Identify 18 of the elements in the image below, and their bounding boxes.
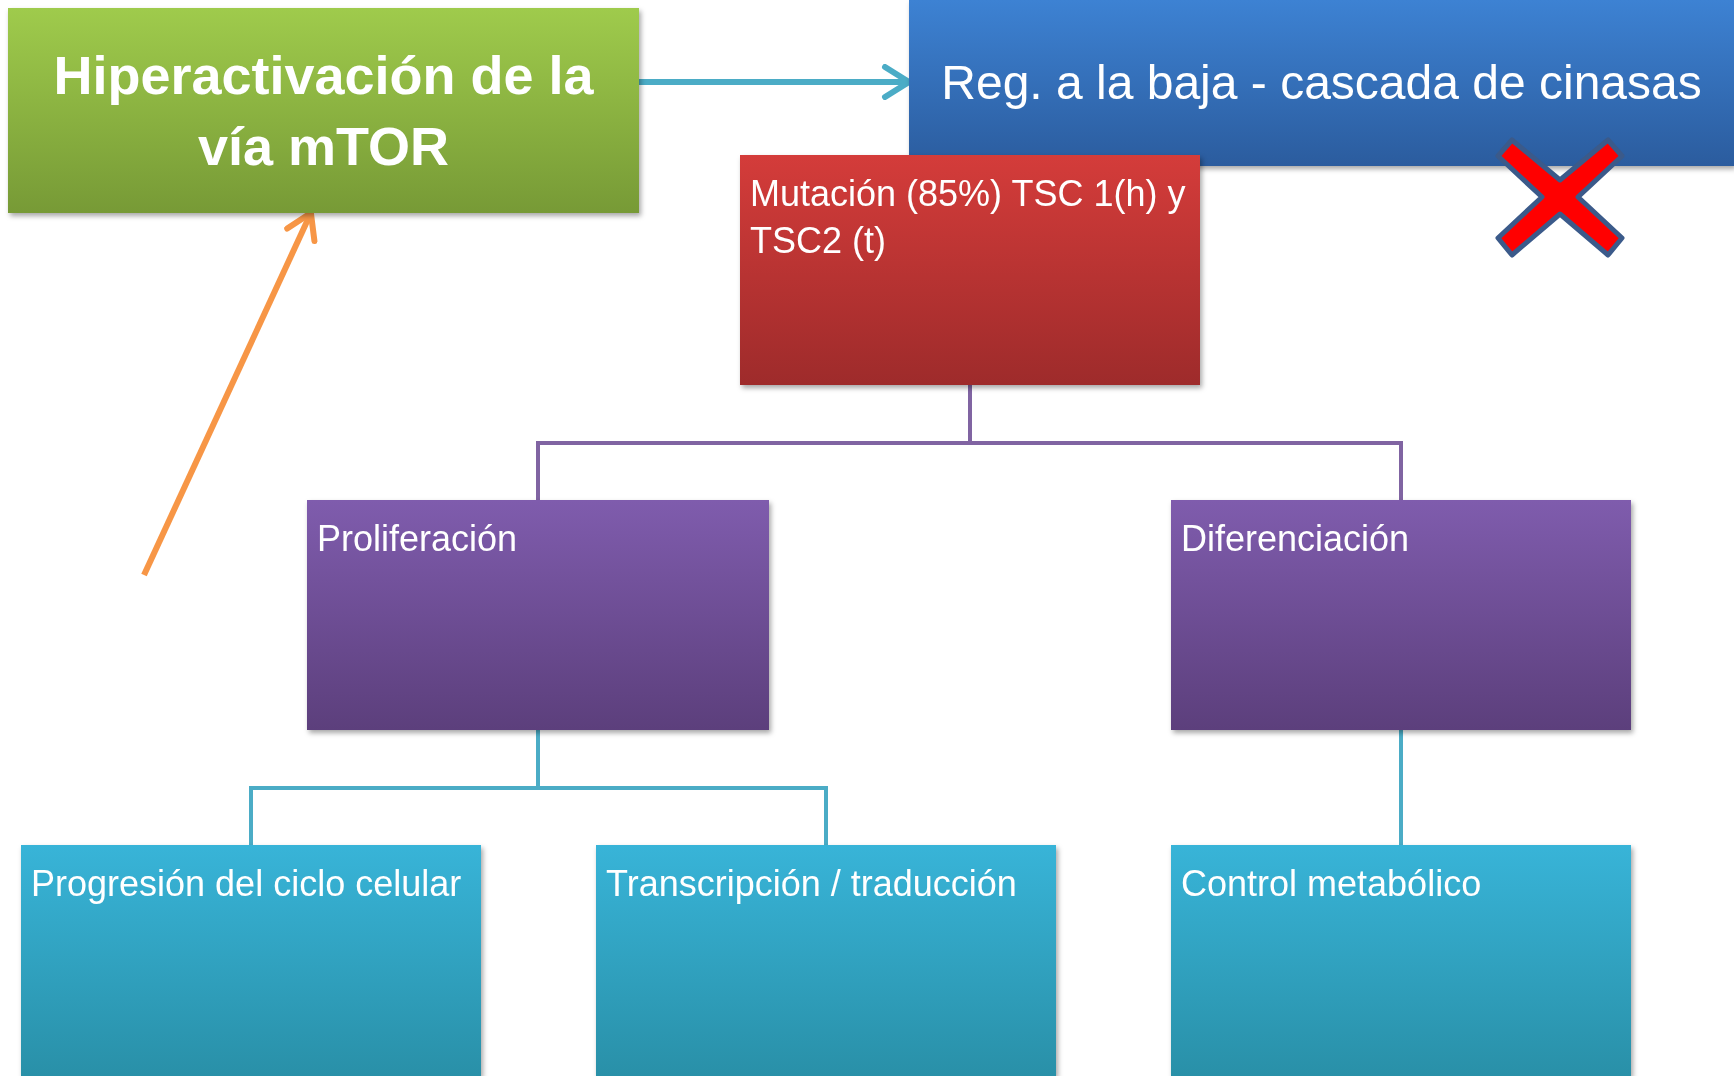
process-box — [740, 155, 1200, 385]
box-text: Hiperactivación de la vía mTOR — [52, 44, 595, 178]
process-box — [1171, 500, 1631, 730]
connector-line — [968, 385, 1403, 500]
connector-line — [1399, 730, 1403, 845]
process-box — [909, 0, 1734, 166]
process-box — [1171, 845, 1631, 1076]
box-text: Progresión del ciclo celular — [31, 862, 462, 906]
process-box — [8, 8, 639, 213]
box-text: Reg. a la baja - cascada de cinasas — [941, 54, 1702, 111]
box-text: Control metabólico — [1181, 862, 1482, 906]
box-text: Transcripción / traducción — [606, 862, 1017, 906]
process-box — [307, 500, 769, 730]
box-text: Mutación (85%) TSC 1(h) y TSC2 (t) — [750, 172, 1187, 263]
process-box — [21, 845, 481, 1076]
box-text: Diferenciación — [1181, 517, 1410, 561]
box-text: Proliferación — [317, 517, 518, 561]
process-box — [596, 845, 1056, 1076]
